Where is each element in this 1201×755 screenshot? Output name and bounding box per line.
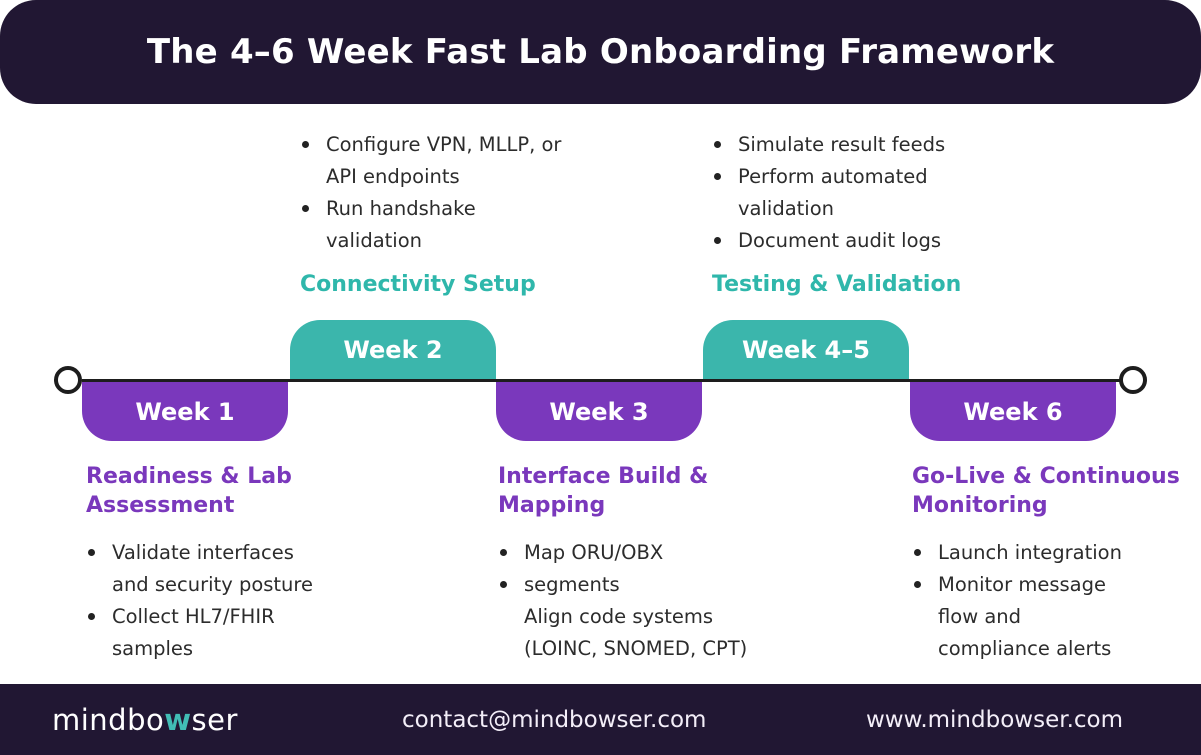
website-url: www.mindbowser.com bbox=[866, 706, 1123, 733]
bullet-item: segments Align code systems (LOINC, SNOM… bbox=[498, 569, 798, 665]
phase-week6-details: Go-Live & Continuous Monitoring Launch i… bbox=[912, 462, 1200, 665]
phase-heading-week2: Connectivity Setup bbox=[300, 272, 536, 297]
bullet-text: Launch integration bbox=[938, 541, 1122, 564]
bullet-dot-icon bbox=[914, 581, 921, 588]
week-4-5-badge: Week 4–5 bbox=[703, 320, 909, 379]
bullet-item: Validate interfaces and security posture bbox=[86, 537, 381, 601]
phase-heading-week1: Readiness & Lab Assessment bbox=[86, 464, 292, 518]
bullet-dot-icon bbox=[302, 205, 309, 212]
logo-text-pre: mindbo bbox=[52, 702, 165, 737]
bullet-dot-icon bbox=[714, 141, 721, 148]
bullet-item: Monitor message flow and compliance aler… bbox=[912, 569, 1200, 665]
page-title: The 4–6 Week Fast Lab Onboarding Framewo… bbox=[146, 32, 1055, 72]
bullet-dot-icon bbox=[500, 581, 507, 588]
bullet-dot-icon bbox=[88, 613, 95, 620]
bullet-item: Perform automated validation bbox=[712, 161, 1012, 225]
bullet-text: Collect HL7/FHIR samples bbox=[112, 605, 275, 660]
timeline-line bbox=[82, 379, 1121, 382]
phase-heading-week4-5: Testing & Validation bbox=[712, 272, 962, 297]
week4-5-bullet-list: Simulate result feeds Perform automated … bbox=[712, 129, 1012, 257]
week-6-badge: Week 6 bbox=[910, 382, 1116, 441]
header-bar: The 4–6 Week Fast Lab Onboarding Framewo… bbox=[0, 0, 1201, 104]
week6-bullet-list: Launch integration Monitor message flow … bbox=[912, 537, 1200, 665]
mindbowser-logo: mindbowser bbox=[52, 703, 238, 737]
bullet-text: Configure VPN, MLLP, or API endpoints bbox=[326, 133, 562, 188]
bullet-dot-icon bbox=[714, 237, 721, 244]
week-1-label: Week 1 bbox=[135, 397, 235, 426]
week-2-badge: Week 2 bbox=[290, 320, 496, 379]
bullet-dot-icon bbox=[88, 549, 95, 556]
phase-week3-details: Interface Build & Mapping Map ORU/OBX se… bbox=[498, 462, 798, 665]
timeline-endpoint-right-icon bbox=[1119, 366, 1147, 394]
logo-text-post: ser bbox=[191, 702, 238, 737]
bullet-text: Run handshake validation bbox=[326, 197, 476, 252]
bullet-dot-icon bbox=[500, 549, 507, 556]
phase-week1-details: Readiness & Lab Assessment Validate inte… bbox=[86, 462, 381, 665]
week3-bullet-list: Map ORU/OBX segments Align code systems … bbox=[498, 537, 798, 665]
bullet-item: Launch integration bbox=[912, 537, 1200, 569]
logo-accent-letter: w bbox=[164, 702, 192, 737]
bullet-item: Simulate result feeds bbox=[712, 129, 1012, 161]
bullet-text: Map ORU/OBX bbox=[524, 541, 664, 564]
phase-week4-5-details: Simulate result feeds Perform automated … bbox=[712, 129, 1012, 299]
bullet-text: Monitor message flow and compliance aler… bbox=[938, 573, 1112, 660]
week2-bullet-list: Configure VPN, MLLP, or API endpoints Ru… bbox=[300, 129, 600, 257]
bullet-dot-icon bbox=[714, 173, 721, 180]
bullet-item: Collect HL7/FHIR samples bbox=[86, 601, 381, 665]
week-3-badge: Week 3 bbox=[496, 382, 702, 441]
week-3-label: Week 3 bbox=[549, 397, 649, 426]
contact-email: contact@mindbowser.com bbox=[402, 706, 707, 733]
timeline-endpoint-left-icon bbox=[54, 366, 82, 394]
bullet-text: Document audit logs bbox=[738, 229, 942, 252]
bullet-item: Map ORU/OBX bbox=[498, 537, 798, 569]
bullet-text: Validate interfaces and security posture bbox=[112, 541, 313, 596]
bullet-item: Run handshake validation bbox=[300, 193, 600, 257]
phase-heading-week3: Interface Build & Mapping bbox=[498, 464, 709, 518]
bullet-item: Configure VPN, MLLP, or API endpoints bbox=[300, 129, 600, 193]
week-6-label: Week 6 bbox=[963, 397, 1063, 426]
bullet-dot-icon bbox=[302, 141, 309, 148]
week-2-label: Week 2 bbox=[343, 335, 443, 364]
phase-heading-week6: Go-Live & Continuous Monitoring bbox=[912, 464, 1180, 518]
footer-bar: mindbowser contact@mindbowser.com www.mi… bbox=[0, 684, 1201, 755]
bullet-item: Document audit logs bbox=[712, 225, 1012, 257]
phase-week2-details: Configure VPN, MLLP, or API endpoints Ru… bbox=[300, 129, 600, 299]
bullet-text: Perform automated validation bbox=[738, 165, 928, 220]
bullet-text: Simulate result feeds bbox=[738, 133, 946, 156]
bullet-dot-icon bbox=[914, 549, 921, 556]
week-4-5-label: Week 4–5 bbox=[742, 335, 870, 364]
bullet-text: segments Align code systems (LOINC, SNOM… bbox=[524, 573, 748, 660]
week1-bullet-list: Validate interfaces and security posture… bbox=[86, 537, 381, 665]
week-1-badge: Week 1 bbox=[82, 382, 288, 441]
